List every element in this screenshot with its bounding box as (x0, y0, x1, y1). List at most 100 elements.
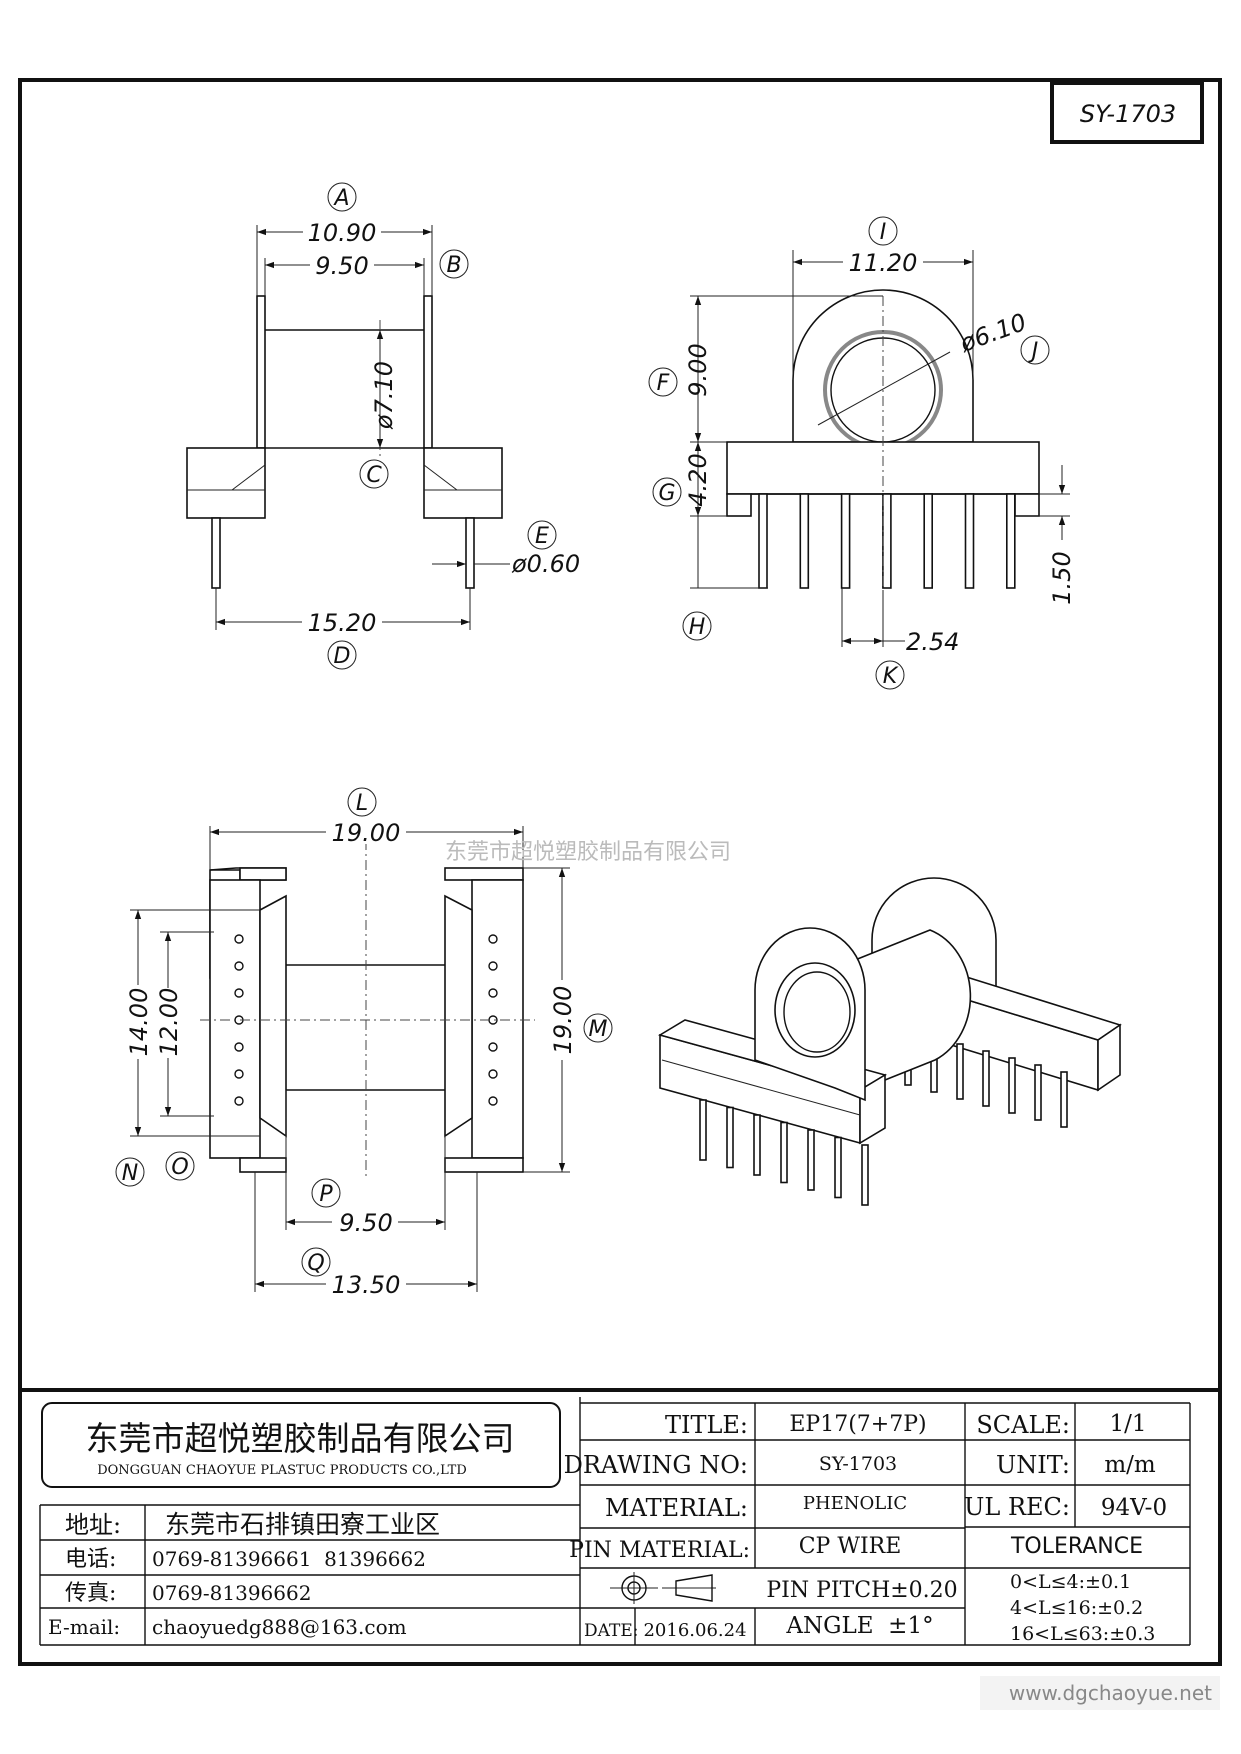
tolerance-label: TOLERANCE (1010, 1534, 1143, 1559)
label-L: L (356, 791, 368, 816)
pin-hole (488, 988, 498, 998)
dim-K: 2.54 (906, 628, 959, 656)
pin-hole (488, 1042, 498, 1052)
scale-label: SCALE: (976, 1411, 1070, 1439)
pin-hole (234, 1042, 244, 1052)
pin (964, 493, 975, 589)
iso-pin (699, 1099, 707, 1161)
iso-pin (834, 1136, 842, 1199)
pin (758, 493, 768, 589)
pin (923, 493, 934, 589)
drawing-border (18, 78, 1222, 1666)
email-label: E-mail: (48, 1615, 120, 1639)
front-view: 11.20 I ø6.10 J 9.00 F 4.20 G H 1.50 (648, 216, 1076, 690)
iso-pin (726, 1106, 734, 1169)
dim-I: 11.20 (849, 249, 918, 277)
label-G: G (658, 481, 675, 506)
dim-Q: 13.50 (332, 1271, 401, 1299)
label-I: I (880, 220, 887, 245)
pin (799, 493, 810, 589)
dim-D: 15.20 (308, 609, 377, 637)
label-M: M (589, 1017, 608, 1042)
pin-pitch-value: PIN PITCH±0.20 (766, 1578, 957, 1603)
dim-B: 9.50 (315, 252, 368, 280)
label-F: F (657, 371, 670, 396)
label-K: K (883, 664, 899, 689)
iso-pin (780, 1121, 788, 1184)
projection-symbol-icon (610, 1572, 716, 1604)
address-label: 地址: (65, 1511, 121, 1539)
label-N: N (122, 1161, 138, 1186)
unit-label: UNIT: (996, 1451, 1070, 1479)
title-block: 东莞市超悦塑胶制品有限公司 DONGGUAN CHAOYUE PLASTUC P… (20, 1388, 1220, 1646)
label-Q: Q (307, 1251, 324, 1276)
dim-O: 12.00 (155, 988, 183, 1057)
drawing-no-label: DRAWING NO: (564, 1451, 748, 1479)
dim-H: 1.50 (1048, 551, 1076, 604)
label-A: A (332, 186, 349, 211)
pin (840, 493, 851, 589)
website-url: www.dgchaoyue.net (1009, 1681, 1212, 1705)
tolerance-3: 16<L≤63:±0.3 (1010, 1623, 1155, 1645)
iso-pin (956, 1043, 964, 1100)
pin-material-label: PIN MATERIAL: (569, 1538, 750, 1563)
pin-hole (488, 934, 498, 944)
pin-hole (488, 961, 498, 971)
dim-E: ø0.60 (511, 550, 580, 578)
company-name-cn: 东莞市超悦塑胶制品有限公司 (86, 1419, 515, 1458)
material-value: PHENOLIC (803, 1493, 907, 1514)
dim-G: 4.20 (684, 453, 712, 506)
date-value: 2016.06.24 (643, 1620, 746, 1641)
dim-N: 14.00 (125, 988, 153, 1057)
dim-P: 9.50 (339, 1209, 392, 1237)
label-D: D (334, 644, 351, 669)
top-view: 19.00 L 19.00 M 14.00 N 12.00 O 9.50 (115, 787, 613, 1299)
pin-material-value: CP WIRE (799, 1534, 902, 1559)
watermark-text: 东莞市超悦塑胶制品有限公司 (445, 840, 731, 865)
address-value: 东莞市石排镇田寮工业区 (165, 1510, 440, 1539)
label-O: O (171, 1155, 188, 1180)
date-label: DATE: (584, 1621, 638, 1641)
label-B: B (446, 253, 461, 278)
dim-F: 9.00 (684, 343, 712, 396)
tolerance-2: 4<L≤16:±0.2 (1010, 1597, 1143, 1619)
pin-hole (488, 1069, 498, 1079)
dim-L: 19.00 (332, 819, 401, 847)
iso-pin (753, 1114, 761, 1176)
dim-J: ø6.10 (956, 308, 1031, 358)
pin-hole (234, 934, 244, 944)
label-P: P (319, 1182, 333, 1207)
unit-value: m/m (1104, 1452, 1156, 1478)
iso-pin (1008, 1057, 1016, 1114)
fax-label: 传真: (65, 1581, 116, 1606)
dim-A: 10.90 (308, 219, 377, 247)
pin-hole (234, 961, 244, 971)
scale-value: 1/1 (1109, 1411, 1146, 1437)
drawing-no-value: SY-1703 (819, 1453, 897, 1475)
pin (1005, 493, 1016, 589)
label-H: H (689, 615, 706, 640)
isometric-view (657, 877, 1122, 1206)
title-value: EP17(7+7P) (789, 1412, 926, 1437)
pin (882, 493, 892, 589)
label-J: J (1028, 339, 1039, 364)
ul-rec-label: UL REC: (964, 1493, 1070, 1521)
material-label: MATERIAL: (605, 1494, 748, 1522)
drawing-code-box: SY-1703 (1050, 81, 1204, 144)
tolerance-1: 0<L≤4:±0.1 (1010, 1571, 1131, 1593)
ul-rec-value: 94V-0 (1101, 1495, 1167, 1521)
dim-C: ø7.10 (370, 361, 398, 430)
drawing-code: SY-1703 (1080, 100, 1176, 128)
iso-pin (982, 1050, 990, 1107)
fax-value: 0769-81396662 (152, 1581, 311, 1605)
dim-M: 19.00 (549, 986, 577, 1055)
label-C: C (366, 463, 382, 488)
title-label: TITLE: (665, 1411, 748, 1439)
iso-pin (1060, 1071, 1068, 1128)
pin-hole (488, 1096, 498, 1106)
iso-pin (1034, 1064, 1042, 1121)
pin-hole (234, 1069, 244, 1079)
phone-label: 电话: (65, 1547, 116, 1572)
angle-value: ANGLE ±1° (785, 1613, 933, 1639)
